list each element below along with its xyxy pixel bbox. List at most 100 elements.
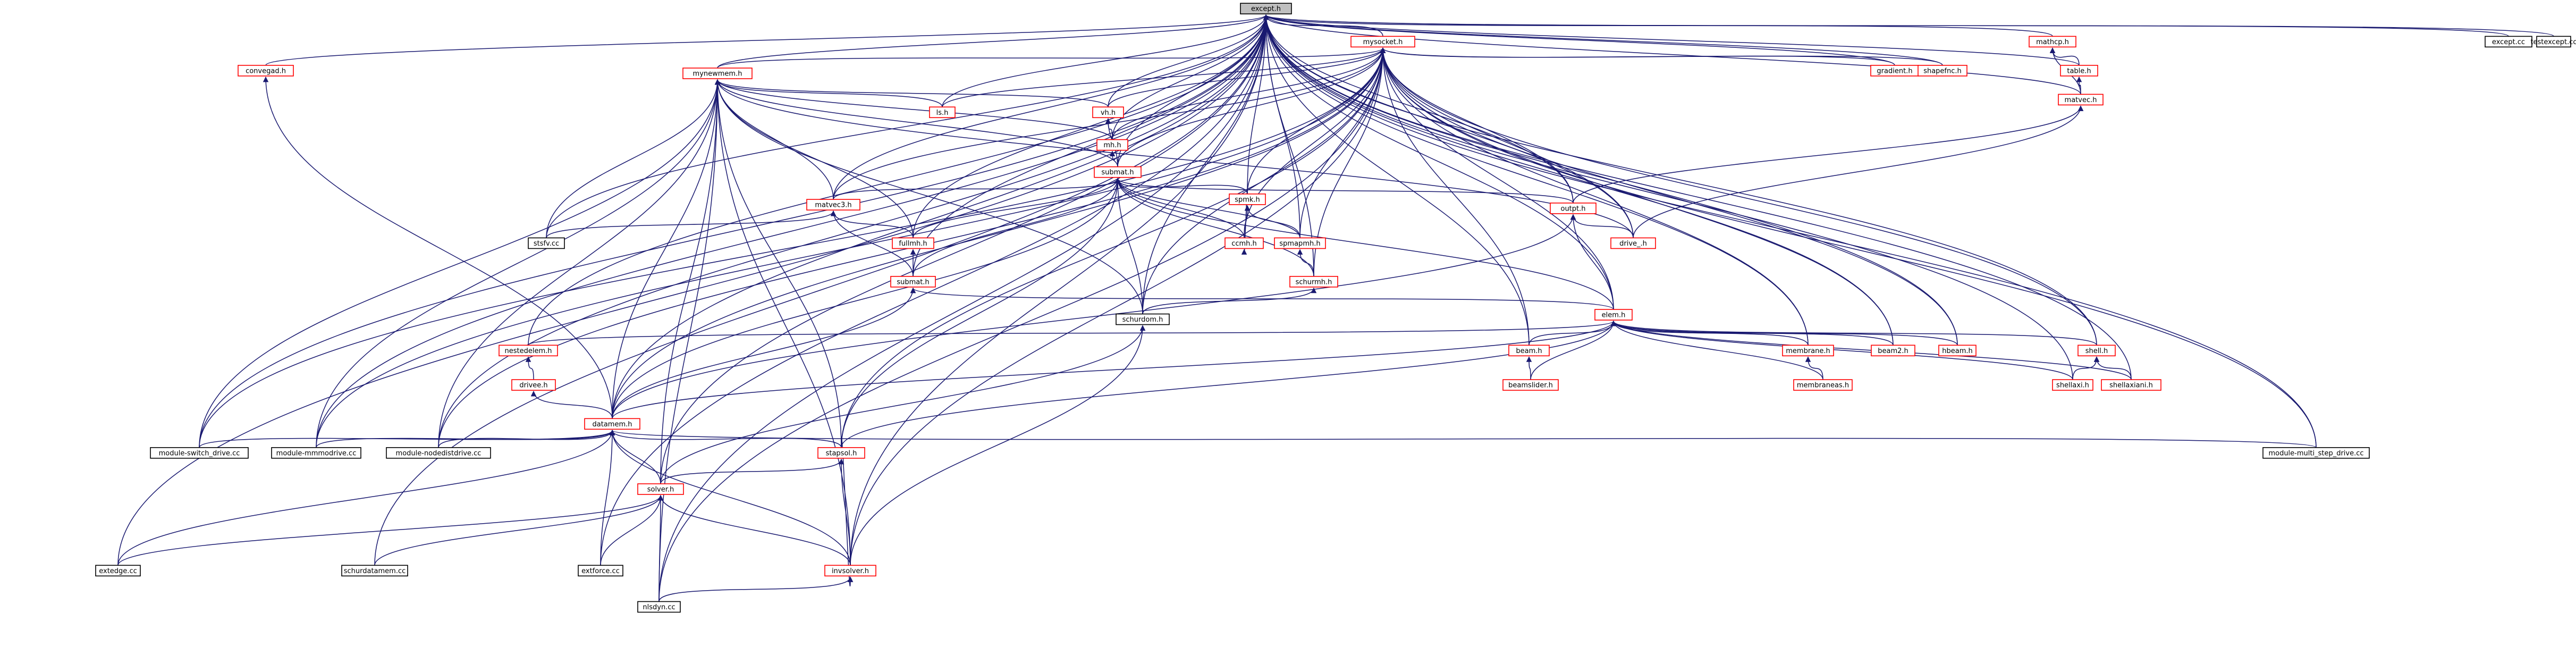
edge-drive_-to-mynewmem: [714, 79, 1634, 238]
node-box: [2060, 65, 2098, 77]
node-beam2[interactable]: beam2.h: [1871, 345, 1915, 357]
edge-mod_mmmod-to-mynewmem: [316, 79, 721, 448]
node-label: shapefnc.h: [1923, 67, 1962, 75]
node-label: submat.h: [897, 278, 929, 286]
edge-datamem-to-convegad: [263, 76, 613, 419]
edge-convegad-to-except: [265, 14, 1269, 66]
edge-elem-to-submat2: [910, 287, 1614, 310]
node-gradient[interactable]: gradient.h: [1870, 65, 1919, 77]
edge-stapsol-to-submat: [841, 178, 1121, 448]
node-box: [2029, 36, 2076, 48]
node-box: [1508, 345, 1550, 357]
node-beamslider[interactable]: beamslider.h: [1502, 379, 1559, 391]
node-submat2[interactable]: submat.h: [890, 276, 936, 288]
node-shellaxi[interactable]: shellaxi.h: [2052, 379, 2093, 391]
edge-matvec3-to-mynewmem: [714, 79, 834, 200]
node-label: schurdatamem.cc: [344, 567, 406, 575]
node-mathcp[interactable]: mathcp.h: [2029, 36, 2076, 48]
node-datamem[interactable]: datamem.h: [584, 418, 640, 430]
node-shapefnc[interactable]: shapefnc.h: [1918, 65, 1967, 77]
node-drivee[interactable]: drivee.h: [511, 379, 556, 391]
edge-membrane-to-mysocket: [1380, 47, 1809, 346]
edge-membraneas-to-membrane: [1805, 356, 1823, 380]
node-shellaxiani[interactable]: shellaxiani.h: [2101, 379, 2161, 391]
node-mynewmem[interactable]: mynewmem.h: [682, 68, 753, 79]
node-spmk[interactable]: spmk.h: [1229, 194, 1266, 205]
edge-matvec3-to-except: [833, 14, 1269, 200]
node-box: [824, 565, 876, 577]
node-nestedelem[interactable]: nestedelem.h: [499, 345, 558, 357]
node-label: datamem.h: [593, 421, 632, 429]
node-matvec[interactable]: matvec.h: [2058, 94, 2104, 106]
node-schurmh[interactable]: schurmh.h: [1289, 276, 1338, 288]
node-vh[interactable]: vh.h: [1092, 106, 1124, 119]
edge-datamem-to-drivee: [530, 391, 613, 419]
node-mod-switch: module-switch_drive.cc: [150, 447, 249, 459]
edge-elem-to-except: [1263, 14, 1614, 310]
node-label: module-nodedistdrive.cc: [396, 449, 482, 457]
node-label: solver.h: [647, 486, 674, 494]
node-except: except.h: [1240, 3, 1292, 14]
edge-membraneas-to-elem: [1610, 320, 1823, 380]
node-shell[interactable]: shell.h: [2077, 345, 2116, 357]
node-ls[interactable]: ls.h: [929, 106, 956, 119]
node-box: [1240, 3, 1292, 14]
node-ccmh[interactable]: ccmh.h: [1224, 237, 1264, 249]
node-mh[interactable]: mh.h: [1096, 139, 1128, 151]
node-membrane[interactable]: membrane.h: [1782, 345, 1834, 357]
edge-solver-to-schurdom: [660, 325, 1146, 484]
node-hbeam[interactable]: hbeam.h: [1938, 345, 1977, 357]
node-beam[interactable]: beam.h: [1508, 345, 1550, 357]
node-box: [1092, 106, 1124, 119]
node-box: [806, 199, 860, 211]
node-label: stapsol.h: [826, 449, 857, 457]
edge-mod_mmmod-to-mysocket: [316, 47, 1386, 448]
node-label: hbeam.h: [1942, 347, 1973, 355]
edge-matvec-to-except: [1263, 14, 2081, 95]
edge-submat-to-mysocket: [1117, 47, 1386, 167]
edge-stapsol-to-datamem: [609, 430, 842, 448]
edge-outpt-to-matvec: [1573, 105, 2084, 203]
node-label: module-switch_drive.cc: [159, 449, 240, 457]
node-box: [890, 276, 936, 288]
node-membraneas[interactable]: membraneas.h: [1793, 379, 1853, 391]
node-box: [1096, 139, 1128, 151]
node-label: except.h: [1251, 5, 1281, 13]
node-outpt[interactable]: outpt.h: [1550, 203, 1597, 214]
node-solver[interactable]: solver.h: [637, 483, 684, 495]
edge-mod_switch-to-mysocket: [199, 47, 1386, 448]
node-mod-nodedist: module-nodedistdrive.cc: [386, 447, 491, 459]
edge-mod_mmmod-to-except: [316, 14, 1269, 448]
edge-drive_-to-matvec: [1633, 105, 2084, 238]
edge-nlsdyn_cc-to-except: [658, 14, 1269, 602]
edge-invsolver-to-datamem: [609, 430, 851, 566]
node-box: [2052, 379, 2093, 391]
edge-fullmh-to-submat: [913, 178, 1121, 238]
node-label: membraneas.h: [1797, 382, 1849, 390]
node-box: [1782, 345, 1834, 357]
edge-vh-to-mysocket: [1108, 47, 1386, 107]
edge-mod_nodedist-to-mynewmem: [438, 79, 721, 448]
edge-matvec3-to-submat: [833, 178, 1121, 200]
node-invsolver[interactable]: invsolver.h: [824, 565, 876, 577]
edge-beam2-to-mysocket: [1380, 47, 1894, 346]
edge-schurdatamem_cc-to-solver: [374, 494, 664, 566]
node-drive-[interactable]: drive_.h: [1610, 237, 1656, 249]
node-stapsol[interactable]: stapsol.h: [817, 447, 865, 459]
node-table[interactable]: table.h: [2060, 65, 2098, 77]
edge-nestedelem-to-except: [528, 14, 1269, 346]
node-spmapmh[interactable]: spmapmh.h: [1274, 237, 1326, 249]
node-label: mynewmem.h: [693, 70, 742, 78]
node-box: [578, 565, 623, 577]
node-matvec3[interactable]: matvec3.h: [806, 199, 860, 211]
node-stsfv-cc: stsfv.cc: [528, 237, 565, 249]
edge-mod_nodedist-to-datamem: [438, 430, 615, 448]
edge-shellaxiani-to-except: [1263, 14, 2132, 380]
node-fullmh[interactable]: fullmh.h: [892, 237, 934, 249]
node-submat[interactable]: submat.h: [1094, 166, 1142, 178]
edge-vh-to-except: [1108, 14, 1269, 107]
node-convegad[interactable]: convegad.h: [238, 65, 294, 77]
node-elem[interactable]: elem.h: [1594, 309, 1633, 321]
node-mysocket[interactable]: mysocket.h: [1350, 36, 1415, 48]
node-box: [929, 106, 956, 119]
